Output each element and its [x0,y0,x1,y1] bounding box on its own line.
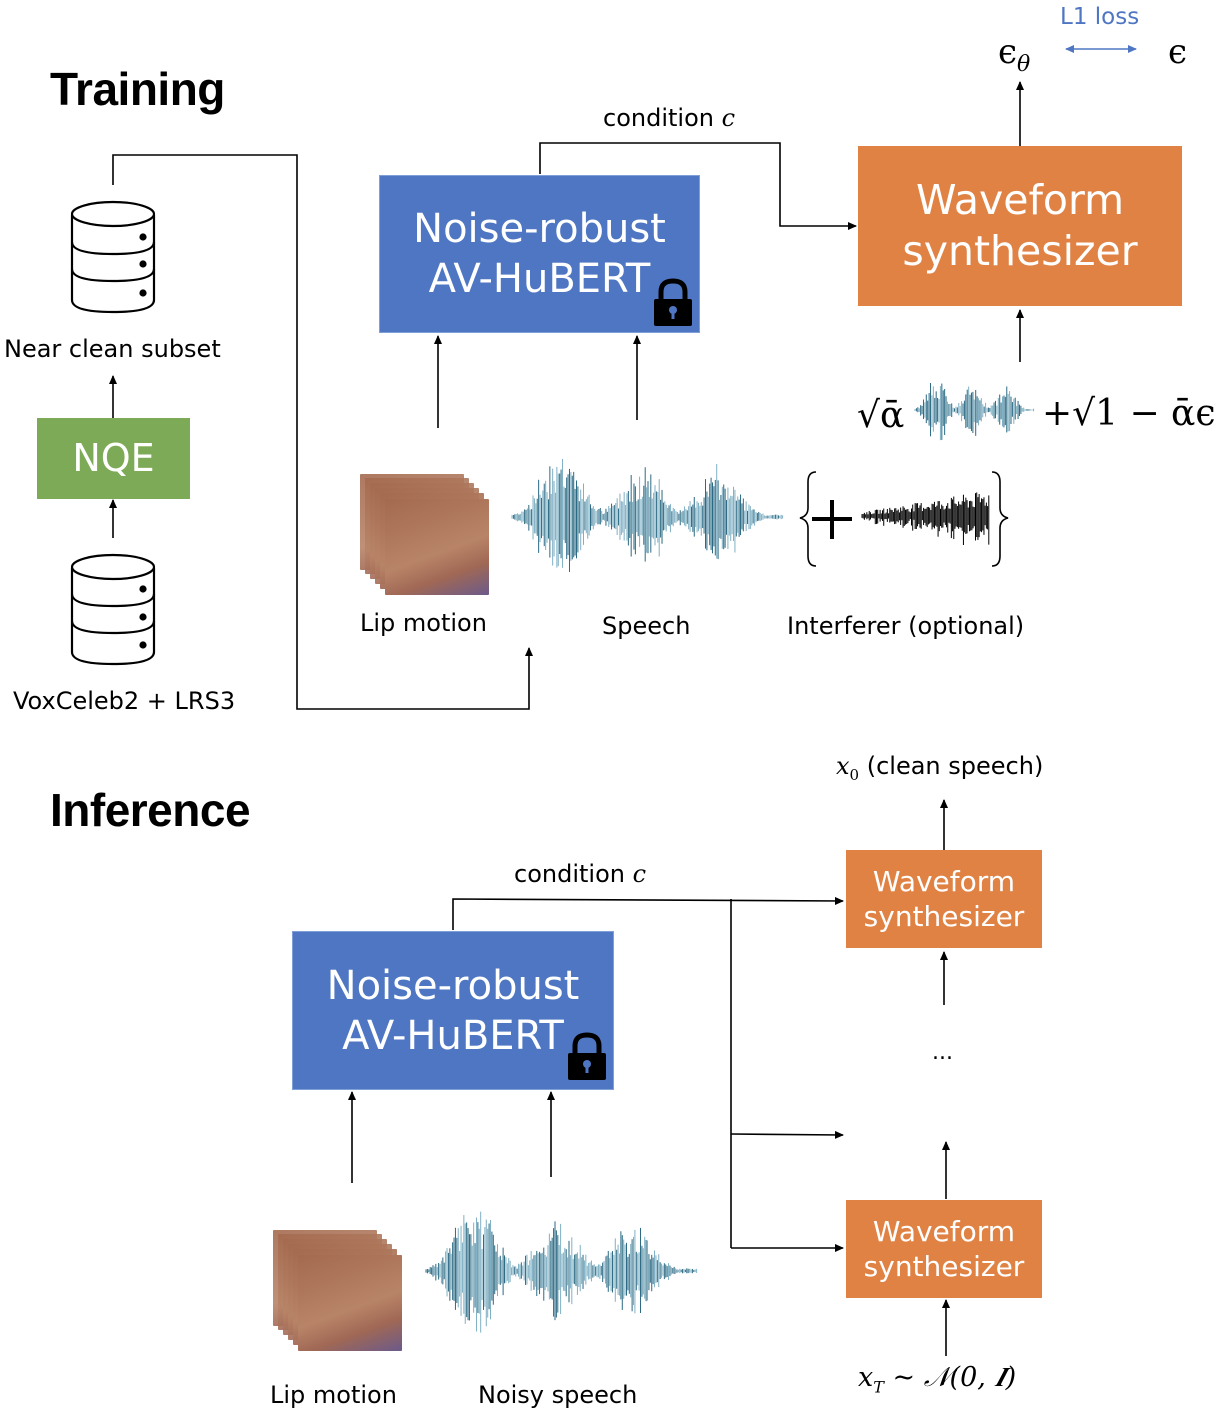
noisy-input-waveform [914,382,1035,441]
eps-theta-label: ϵθ [998,32,1030,77]
interferer-label: Interferer (optional) [787,612,1025,640]
noisy-speech-label: Noisy speech [478,1381,638,1409]
database-icon-voxceleb [70,553,156,666]
xt-subscript: T [873,1377,884,1397]
eps-theta-symbol: ϵ [998,32,1018,72]
condition-text: condition [603,104,722,132]
av-hubert-line1: Noise-robust [413,206,666,252]
sqrt-alpha-bar-label: √ᾱ [857,395,905,436]
inference-title: Inference [50,784,251,836]
lock-icon [654,278,692,326]
x0-clean-speech-label: x0 (clean speech) [836,752,1043,784]
arrow-bus-to-mid [730,1130,844,1139]
condition-text: condition [514,860,633,888]
database-icon-near-clean [70,200,156,314]
synth-line2: synthesizer [902,227,1138,275]
lock-icon [568,1032,606,1080]
x0-subscript: 0 [849,765,860,784]
ellipsis-steps: ... [932,1040,953,1065]
eps-label: ϵ [1168,32,1188,72]
nqe-box: NQE [37,418,190,499]
synth-line2: synthesizer [863,1250,1025,1283]
xt-gaussian-label: xT ~ 𝒩(0, 𝑰) [858,1362,1016,1396]
noisy-speech-waveform [425,1211,698,1333]
synth-line2: synthesizer [863,900,1025,933]
xt-distribution: ~ 𝒩(0, 𝑰) [883,1362,1017,1393]
condition-var: c [632,860,647,888]
brace-left [799,471,817,567]
condition-c-label-training: condition c [603,104,735,132]
eps-theta-subscript: θ [1017,51,1031,77]
lip-motion-label-inference: Lip motion [270,1381,397,1409]
lip-motion-label-training: Lip motion [360,609,487,637]
av-hubert-line2: AV-HuBERT [428,256,651,302]
l1-loss-label: L1 loss [1060,4,1140,30]
av-hubert-line2: AV-HuBERT [342,1012,564,1059]
lip-motion-frames-training [360,474,490,599]
speech-label: Speech [602,612,691,640]
condition-line-training [539,142,857,230]
lip-motion-frames-inference [273,1230,403,1355]
synth-line1: Waveform [915,175,1125,224]
xt-var: x [858,1362,874,1393]
sqrt-one-minus-alpha-eps-label: +√1 − ᾱϵ [1042,393,1216,434]
synth-line1: Waveform [872,1215,1016,1248]
dataset-loop-line [112,154,533,710]
speech-waveform [511,458,784,572]
condition-c-label-inference: condition c [514,860,646,888]
dataset-label: VoxCeleb2 + LRS3 [13,687,236,715]
brace-right [991,471,1009,567]
x0-var: x [836,752,850,780]
av-hubert-line1: Noise-robust [326,962,580,1009]
x0-text: (clean speech) [859,752,1044,780]
synth-line1: Waveform [872,865,1016,898]
interferer-waveform [861,492,990,545]
condition-line-inference [452,896,844,930]
near-clean-subset-label: Near clean subset [4,335,221,363]
condition-var: c [721,104,736,132]
training-title: Training [50,63,225,115]
